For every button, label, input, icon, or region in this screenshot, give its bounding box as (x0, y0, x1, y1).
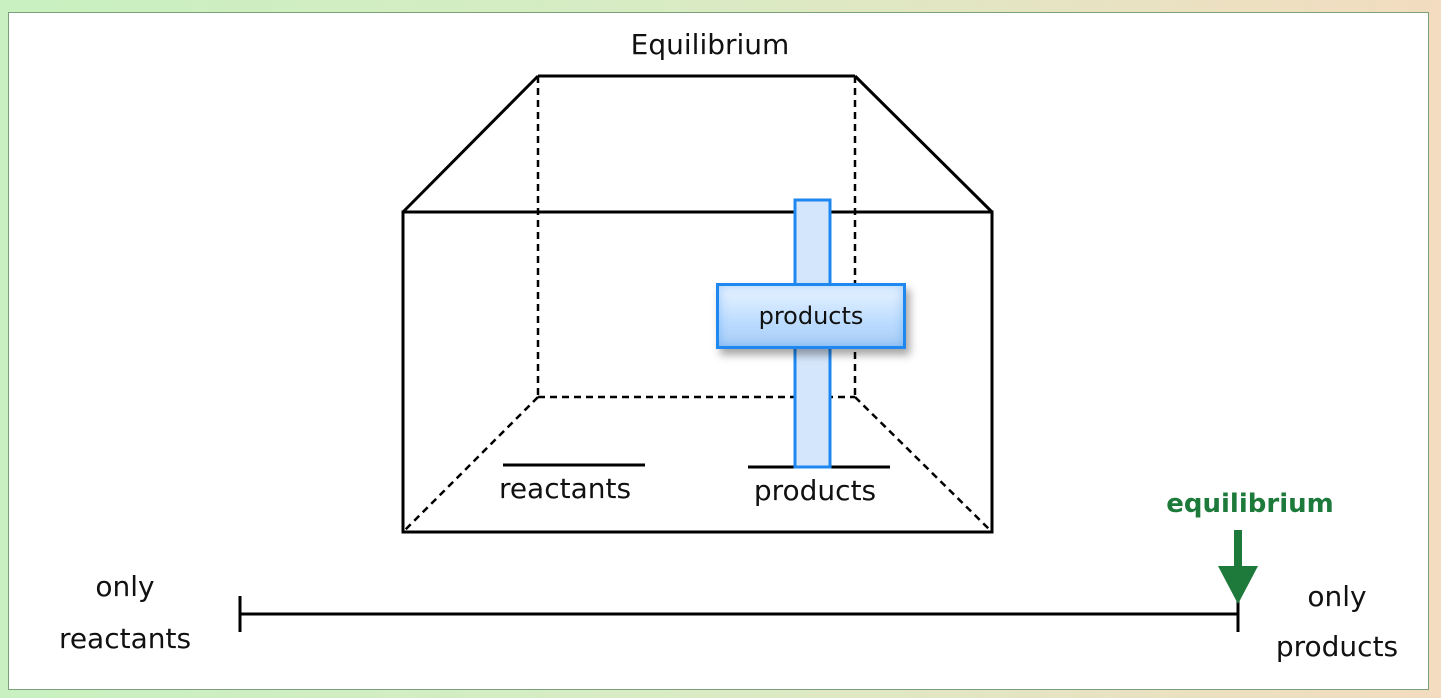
scale-right-label-line1: only (1307, 580, 1367, 613)
diagram-title: Equilibrium (630, 28, 790, 61)
scale-right-label-line2: products (1275, 630, 1399, 663)
diagram-frame (8, 12, 1429, 690)
box-front-face (401, 74, 994, 534)
equilibrium-arrow-icon (1218, 530, 1258, 604)
scale-left-label-line1: only (95, 570, 155, 603)
slider-handle-label: products (758, 302, 864, 330)
equilibrium-marker-label: equilibrium (1166, 489, 1334, 519)
scale-line (238, 596, 1240, 632)
scale-left-label-line2: reactants (58, 622, 192, 655)
products-slider-handle[interactable]: products (716, 283, 906, 349)
products-compartment-label: products (753, 474, 877, 507)
reactants-compartment-label: reactants (498, 472, 632, 505)
